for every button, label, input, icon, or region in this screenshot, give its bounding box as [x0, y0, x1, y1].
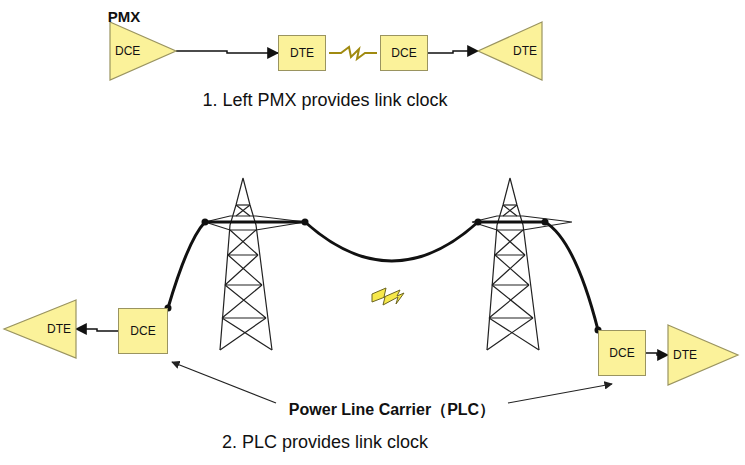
pylon [205, 178, 305, 350]
node-text: DCE [130, 324, 155, 338]
heading-label: Power Line Carrier（PLC） [289, 400, 495, 421]
device-box: DCE [598, 330, 646, 376]
device-box: DTE [278, 35, 326, 71]
terminal-triangle: DTE [668, 325, 738, 385]
caption-text: 2. PLC provides link clock [222, 432, 428, 453]
node-text: DTE [673, 348, 697, 362]
node-text: DCE [609, 346, 634, 360]
signal-bolt [372, 288, 404, 305]
signal-arrow [76, 329, 118, 331]
terminal-triangle: DTE [478, 22, 542, 80]
leader-arrow [508, 384, 612, 403]
device-box: DCE [380, 35, 428, 71]
signal-arrow [646, 353, 668, 355]
leader-arrow [172, 362, 276, 403]
signal-arrow [428, 51, 478, 53]
node-text: DTE [290, 46, 314, 60]
heading-label: PMX [108, 8, 141, 25]
node-text: DCE [115, 44, 140, 58]
node-text: DCE [391, 46, 416, 60]
node-text: DTE [47, 322, 71, 336]
radio-link [329, 47, 377, 59]
terminal-triangle: DTE [4, 300, 76, 358]
caption-text: 1. Left PMX provides link clock [202, 90, 447, 111]
terminal-triangle: DCE [110, 22, 176, 80]
signal-arrow [176, 51, 278, 53]
power-line [168, 222, 598, 330]
device-box: DCE [118, 308, 168, 354]
node-text: DTE [513, 44, 537, 58]
pylon [472, 178, 572, 350]
